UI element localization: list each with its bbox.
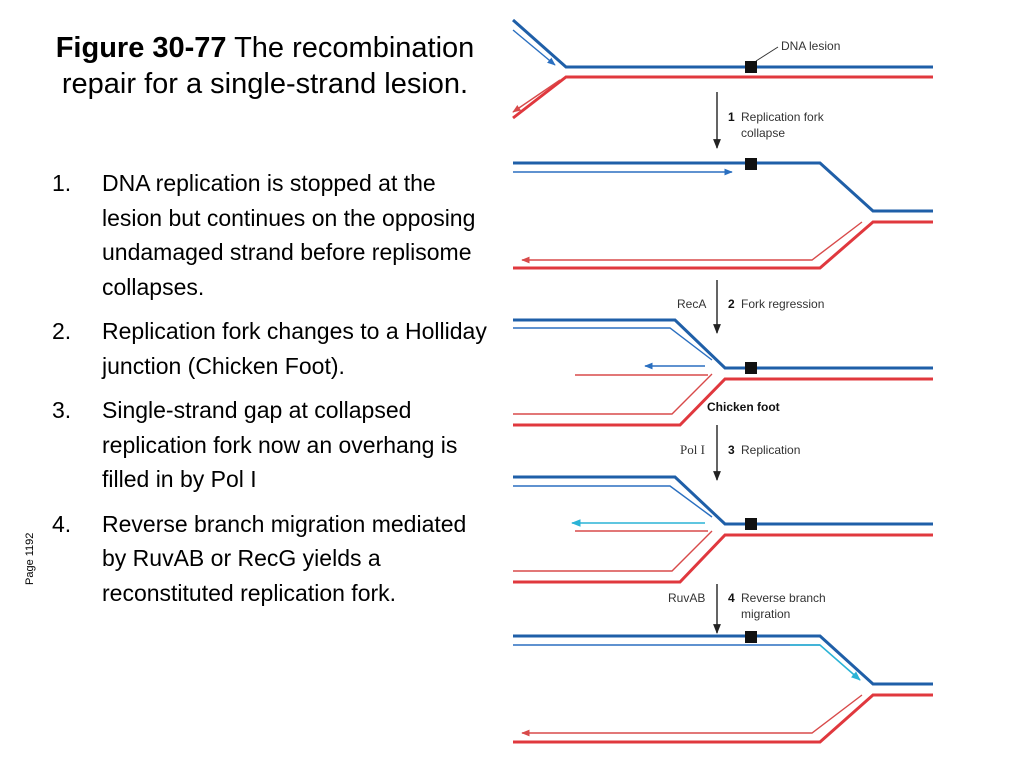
step-list: 1. DNA replication is stopped at the lesi… (48, 166, 488, 620)
lesion-marker (745, 631, 757, 643)
step1-label: Replication fork (741, 110, 825, 124)
nascent-strand-bottom (513, 530, 713, 572)
parent-strand-top (512, 18, 933, 69)
lesion-marker (745, 362, 757, 374)
parent-strand-bottom (513, 220, 933, 270)
lesion-label: DNA lesion (781, 39, 840, 53)
step-number: 4. (52, 510, 72, 537)
parent-strand-top (513, 161, 933, 213)
lesion-marker (745, 61, 757, 73)
step-text: Reverse branch migration mediated by Ruv… (102, 510, 467, 606)
step-item-4: 4. Reverse branch migration mediated by R… (48, 507, 488, 611)
step-text: Single-strand gap at collapsed replicati… (102, 397, 458, 492)
recombination-repair-diagram: DNA lesion 1 Replication fork collapse R… (512, 18, 933, 744)
step3-number: 3 (728, 443, 735, 457)
step-text: DNA replication is stopped at the lesion… (102, 170, 476, 300)
parent-strand-bottom (513, 377, 933, 427)
parent-strand-top (513, 318, 933, 370)
parent-strand-bottom (512, 75, 933, 120)
lesion-marker (745, 518, 757, 530)
stage-collapsed-fork (513, 158, 933, 270)
ruvAB-label: RuvAB (668, 591, 705, 605)
stage-reconstituted-fork (513, 631, 933, 744)
nascent-strand-top (513, 485, 713, 518)
chicken-foot-label: Chicken foot (707, 400, 780, 414)
stage-initial-fork: DNA lesion (512, 18, 933, 120)
step4-number: 4 (728, 591, 735, 605)
step4-label: Reverse branch (741, 591, 826, 605)
figure-title: Figure 30-77 The recombination repair fo… (50, 30, 480, 102)
parent-strand-bottom (513, 693, 933, 744)
parent-strand-bottom (513, 533, 933, 584)
polI-label: Pol I (680, 442, 705, 457)
step3-label: Replication (741, 443, 800, 457)
step-number: 1. (52, 170, 72, 196)
nascent-strand-bottom (521, 694, 863, 737)
page-number: Page 1192 (24, 532, 36, 585)
step-text: Replication fork changes to a Holliday j… (102, 318, 487, 379)
nascent-strand-bottom (513, 373, 713, 415)
nascent-strand-bottom (521, 221, 863, 264)
parent-strand-top (513, 475, 933, 526)
step1-number: 1 (728, 110, 735, 124)
step-number: 3. (52, 397, 72, 423)
step-item-1: 1. DNA replication is stopped at the lesi… (48, 166, 488, 304)
step-number: 2. (52, 318, 72, 344)
stage-replication (513, 475, 933, 584)
nascent-strand-bottom (512, 79, 561, 113)
recA-label: RecA (677, 297, 706, 311)
step1-label-line2: collapse (741, 126, 785, 140)
new-synthesis-cyan (790, 644, 861, 681)
stage-chicken-foot: Chicken foot (513, 318, 933, 427)
lesion-marker (745, 158, 757, 170)
step2-number: 2 (728, 297, 735, 311)
lesion-leader-line (755, 46, 779, 62)
parent-strand-top (513, 634, 933, 686)
figure-caption: The recombination repair for a single-st… (61, 32, 475, 100)
step-item-2: 2. Replication fork changes to a Holliday… (48, 314, 488, 383)
figure-number: Figure 30-77 (55, 32, 227, 64)
step4-label-line2: migration (741, 607, 790, 621)
step2-label: Fork regression (741, 297, 824, 311)
nascent-strand-top (513, 327, 713, 361)
step-item-3: 3. Single-strand gap at collapsed replica… (48, 393, 488, 497)
nascent-strand-top (512, 29, 556, 66)
